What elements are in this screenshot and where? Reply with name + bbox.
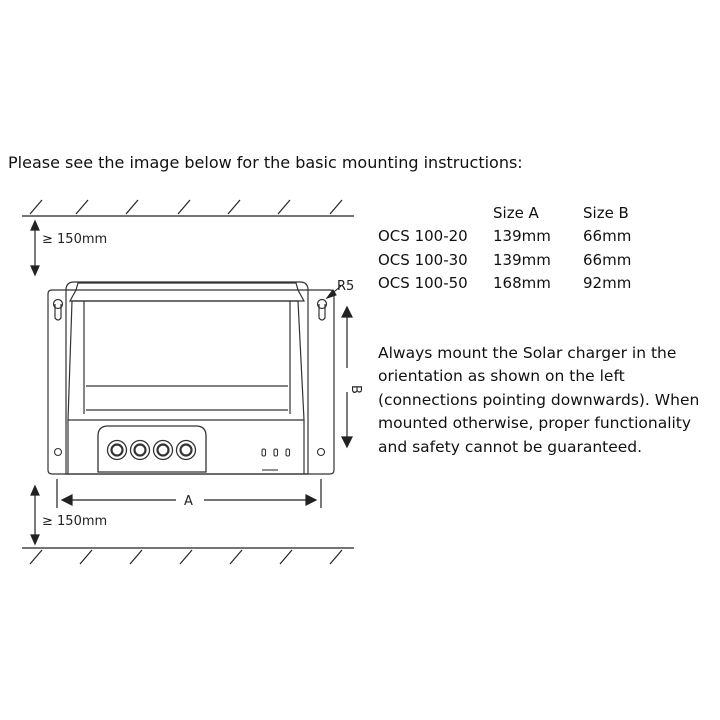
dimension-b-label: B [348, 385, 363, 394]
size-table: Size A Size B OCS 100-20 139mm 66mm OCS … [378, 201, 631, 295]
table-row: OCS 100-20 139mm 66mm [378, 225, 631, 249]
table-cell: 139mm [493, 250, 551, 269]
mounting-note: Always mount the Solar charger in the or… [378, 344, 700, 456]
dimension-b-arrow [341, 305, 353, 449]
mount-hole-left [53, 447, 63, 457]
bottom-clearance-label: ≥ 150mm [42, 514, 107, 529]
bottom-clearance-arrow [30, 484, 40, 546]
size-table-header: Size A Size B [378, 201, 631, 225]
table-header-cell: Size A [493, 203, 539, 222]
table-cell: 92mm [583, 274, 632, 293]
dimension-a-arrow [56, 479, 322, 508]
top-clearance-arrow [30, 219, 40, 277]
bottom-wall [22, 547, 354, 565]
table-header-cell: Size B [583, 203, 629, 222]
table-cell: OCS 100-20 [378, 227, 468, 246]
top-clearance-label: ≥ 150mm [42, 232, 107, 247]
table-cell: 66mm [583, 227, 632, 246]
table-row: OCS 100-30 139mm 66mm [378, 248, 631, 272]
table-row: OCS 100-50 168mm 92mm [378, 272, 631, 296]
table-cell: OCS 100-50 [378, 274, 468, 293]
keyhole-slot-right [316, 298, 328, 321]
radius-indicator [325, 285, 342, 300]
table-cell: 139mm [493, 227, 551, 246]
terminal-block [97, 425, 207, 473]
top-wall [22, 199, 354, 217]
table-cell: 168mm [493, 274, 551, 293]
intro-text: Please see the image below for the basic… [8, 153, 523, 172]
table-cell: OCS 100-30 [378, 250, 468, 269]
table-cell: 66mm [583, 250, 632, 269]
table-header-cell [378, 201, 493, 225]
dimension-a-label: A [184, 494, 193, 509]
radius-label: R5 [337, 279, 354, 294]
keyhole-slot-left [52, 298, 64, 321]
mount-hole-right [316, 447, 326, 457]
charger-device [47, 281, 335, 475]
status-leds [261, 448, 291, 471]
